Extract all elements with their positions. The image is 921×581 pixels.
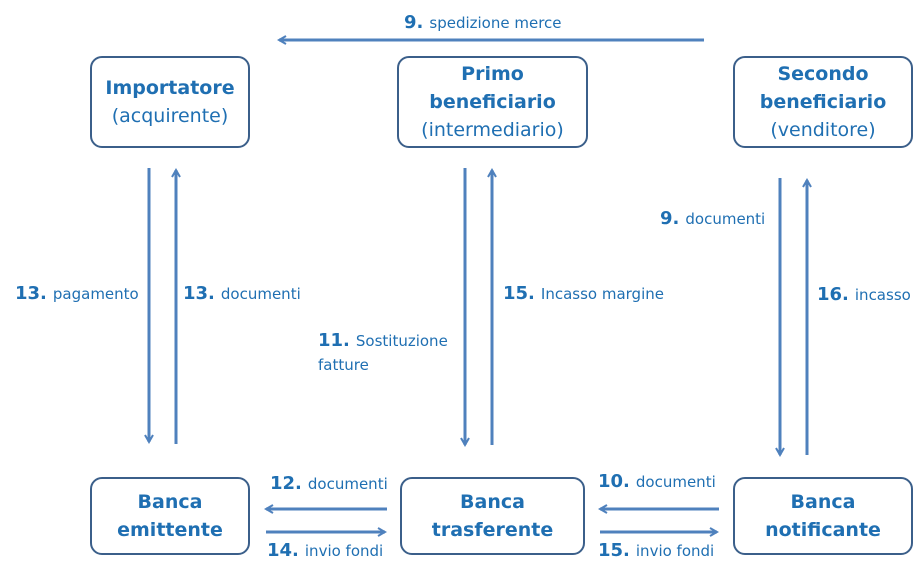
label-documents-to-importer-num: 13. [183,283,215,304]
first-beneficiary-subtitle: (intermediario) [421,119,564,141]
label-invoice-substitution-num: 11. [318,330,350,351]
issuing-bank-line1: Banca [137,491,203,513]
label-payment-importer: 13. pagamento [15,282,139,306]
importer-subtitle: (acquirente) [111,105,229,127]
label-documents-to-importer: 13. documenti [183,282,301,306]
notifying-bank-box: Banca notificante [733,477,913,555]
notifying-bank-line2: notificante [765,519,881,541]
label-invoice-substitution: 11. Sostituzione fatture [318,329,448,377]
label-margin-collection-text: Incasso margine [540,285,664,303]
label-funds-to-transferring: 14. invio fondi [267,539,383,563]
second-beneficiary-title-line2: beneficiario [759,91,887,113]
label-invoice-substitution-text1: Sostituzione [355,332,448,350]
issuing-bank-line2: emittente [117,519,223,541]
label-documents-seller-text: documenti [685,210,766,228]
label-collection-seller-num: 16. [817,284,849,305]
label-documents-seller: 9. documenti [660,207,765,231]
second-beneficiary-box: Secondo beneficiario (venditore) [733,56,913,148]
label-goods-shipment-num: 9. [404,12,424,33]
importer-title: Importatore [105,77,235,99]
label-payment-importer-text: pagamento [52,285,139,303]
label-margin-collection: 15. Incasso margine [503,282,664,306]
label-goods-shipment-text: spedizione merce [429,14,562,32]
label-collection-seller: 16. incasso [817,283,911,307]
notifying-bank-line1: Banca [790,491,856,513]
transferring-bank-line1: Banca [460,491,525,513]
first-beneficiary-box: Primo beneficiario (intermediario) [397,56,588,148]
label-documents-to-issuing-num: 12. [270,473,302,494]
label-invoice-substitution-text2: fatture [318,356,369,374]
second-beneficiary-subtitle: (venditore) [770,119,876,141]
label-funds-to-notifying: 15. invio fondi [598,539,714,563]
label-documents-to-issuing: 12. documenti [270,472,388,496]
label-documents-to-transferring-text: documenti [635,473,716,491]
first-beneficiary-title-line2: beneficiario [429,91,556,113]
label-funds-to-notifying-text: invio fondi [635,542,715,560]
label-documents-to-transferring: 10. documenti [598,470,716,494]
importer-box: Importatore (acquirente) [90,56,250,148]
label-documents-to-transferring-num: 10. [598,471,630,492]
second-beneficiary-title-line1: Secondo [777,63,869,85]
label-documents-seller-num: 9. [660,208,680,229]
label-documents-to-issuing-text: documenti [307,475,388,493]
label-funds-to-notifying-num: 15. [598,540,630,561]
first-beneficiary-title-line1: Primo [461,63,524,85]
label-goods-shipment: 9. spedizione merce [404,11,562,35]
label-documents-to-importer-text: documenti [220,285,301,303]
transferring-bank-line2: trasferente [431,519,554,541]
label-collection-seller-text: incasso [854,286,911,304]
label-funds-to-transferring-text: invio fondi [304,542,384,560]
issuing-bank-box: Banca emittente [90,477,250,555]
label-margin-collection-num: 15. [503,283,535,304]
label-funds-to-transferring-num: 14. [267,540,299,561]
transferring-bank-box: Banca trasferente [400,477,585,555]
label-payment-importer-num: 13. [15,283,47,304]
